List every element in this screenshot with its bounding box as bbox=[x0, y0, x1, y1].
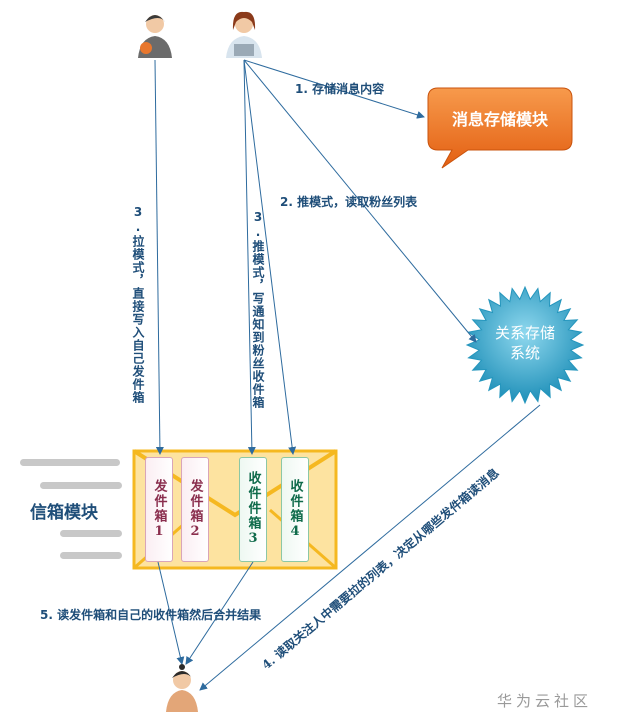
step3-pull-label: 3.拉模式，直接写入自己发件箱 bbox=[131, 205, 145, 404]
step3-push-label: 3.推模式，写通知到粉丝收件箱 bbox=[251, 210, 265, 409]
outbox-1: 发件箱1 bbox=[145, 457, 173, 562]
reader-avatar bbox=[166, 664, 198, 712]
inbox-4: 收件箱4 bbox=[281, 457, 309, 562]
message-storage-bubble bbox=[427, 87, 573, 169]
message-storage-module-label: 消息存储模块 bbox=[451, 110, 548, 129]
mailbox-module-label: 信箱模块 bbox=[30, 503, 98, 523]
outbox-2: 发件箱2 bbox=[181, 457, 209, 562]
relation-storage-label: 关系存储 系统 bbox=[485, 323, 565, 363]
relation-storage-line1: 关系存储 bbox=[494, 324, 555, 342]
user-basketball-avatar bbox=[138, 15, 172, 58]
inbox-3: 收件件箱3 bbox=[239, 457, 267, 562]
step1-label: 1. 存储消息内容 bbox=[295, 82, 385, 96]
relation-storage-line2: 系统 bbox=[509, 344, 540, 362]
relation-storage-starburst bbox=[465, 285, 585, 405]
step2-label: 2. 推模式，读取粉丝列表 bbox=[280, 195, 418, 209]
step5-label: 5. 读发件箱和自己的收件箱然后合并结果 bbox=[40, 608, 262, 622]
user-woman-avatar bbox=[226, 11, 262, 58]
mailbox-motion-lines bbox=[20, 459, 122, 559]
arrows bbox=[154, 59, 541, 691]
watermark: 华为云社区 bbox=[497, 692, 593, 710]
